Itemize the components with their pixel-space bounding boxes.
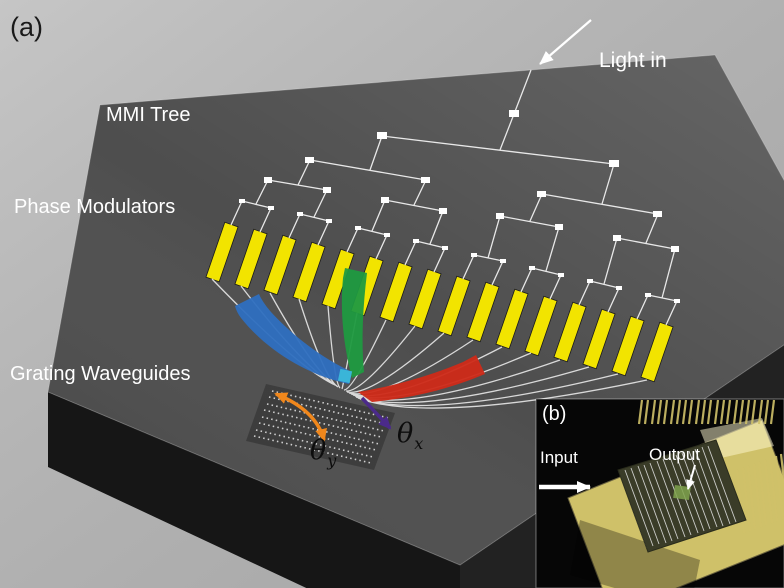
output-label: Output — [649, 445, 700, 464]
emitter-square — [337, 368, 353, 384]
mmi-tree-label: MMI Tree — [106, 104, 190, 126]
panel-a-label: (a) — [10, 12, 43, 42]
light-in-arrow — [539, 19, 592, 65]
beam-green — [341, 268, 367, 378]
theta-x-label: θx — [397, 418, 423, 453]
theta-x-sub: x — [414, 434, 423, 453]
panel-b-label: (b) — [542, 403, 566, 425]
output-arrow — [686, 464, 696, 490]
pcb-wirebonds-top — [637, 399, 776, 425]
phase-modulators-label: Phase Modulators — [14, 196, 175, 218]
input-label: Input — [540, 448, 578, 467]
light-in-label: Light in — [599, 49, 667, 72]
theta-y-sub: y — [326, 451, 337, 470]
theta-y-base: θ — [310, 435, 326, 466]
theta-x-scan-arrow — [360, 396, 392, 430]
pcb-shadow — [570, 520, 700, 588]
inset-panel: (b) Input Output — [535, 398, 784, 588]
beam-blue — [235, 294, 352, 384]
mmi-tree — [230, 69, 680, 326]
theta-y-label: θy — [310, 435, 337, 470]
theta-x-base: θ — [397, 418, 413, 449]
beam-red — [358, 355, 485, 402]
pcb-wirebonds-right — [735, 453, 784, 534]
grating-waveguides-label: Grating Waveguides — [10, 363, 190, 385]
theta-y-scan-arrow — [274, 392, 327, 442]
mmi-tree-lines — [230, 69, 678, 326]
chip-side-left — [48, 392, 460, 588]
